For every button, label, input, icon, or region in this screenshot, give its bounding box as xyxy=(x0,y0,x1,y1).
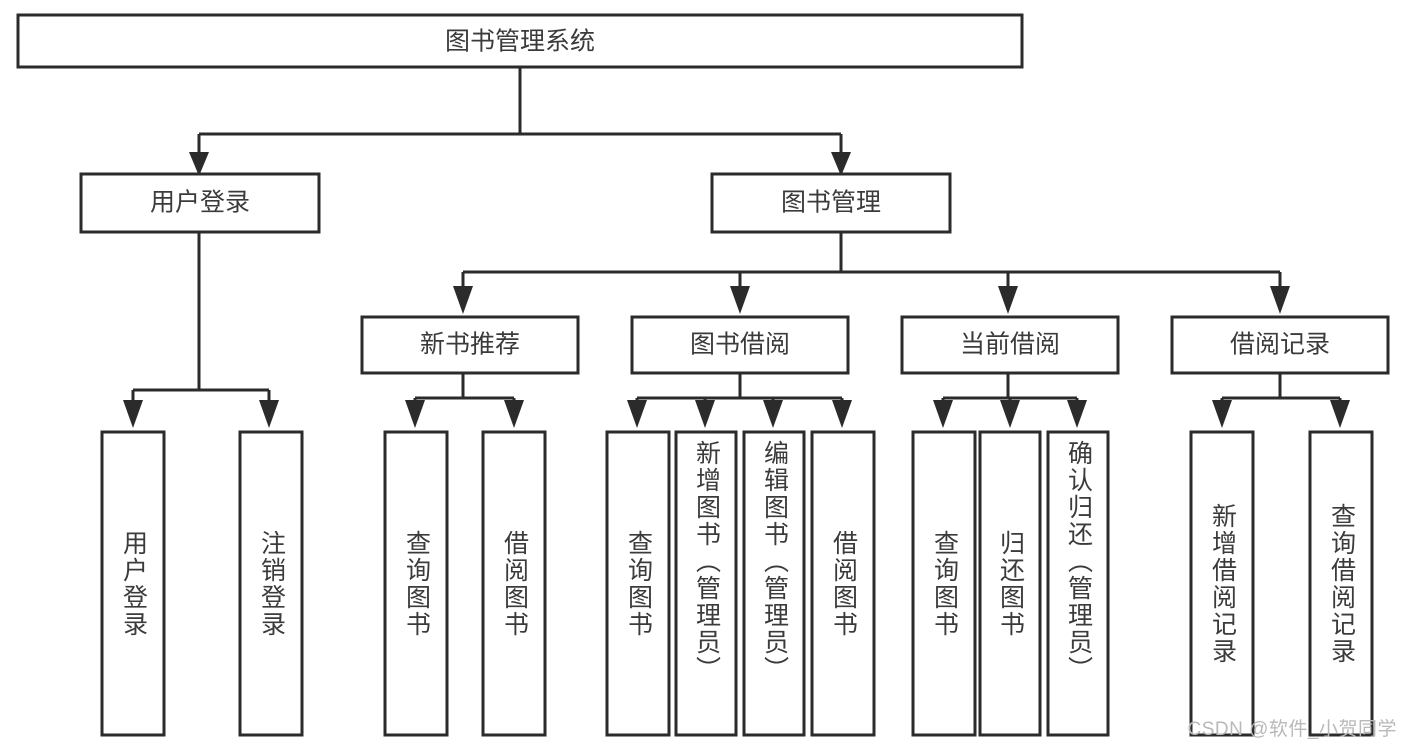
arrow-head-leaf-user-login xyxy=(123,400,143,428)
node-root-label: 图书管理系统 xyxy=(445,28,595,56)
node-root[interactable]: 图书管理系统 xyxy=(16,13,1024,69)
arrow-head-leaf-return-book xyxy=(1000,400,1020,428)
node-new-book-recommend[interactable]: 新书推荐 xyxy=(360,315,580,375)
node-current-borrow-label: 当前借阅 xyxy=(960,331,1060,359)
arrow-head-new-book-recommend xyxy=(453,286,473,314)
arrow-head-current-borrow xyxy=(998,286,1018,314)
node-book-management-box[interactable] xyxy=(710,172,952,234)
node-new-book-recommend-box[interactable] xyxy=(360,315,580,375)
node-user-login-label: 用户登录 xyxy=(150,189,250,217)
leaf-box-borrow-book-1[interactable] xyxy=(481,430,547,737)
node-borrow-record-box[interactable] xyxy=(1170,315,1390,375)
leaf-box-logout-login[interactable] xyxy=(238,430,304,737)
leaf-box-return-book[interactable] xyxy=(978,430,1042,737)
arrow-head-leaf-edit-book xyxy=(763,400,783,428)
node-current-borrow[interactable]: 当前借阅 xyxy=(900,315,1120,375)
arrow-head-leaf-query-book-2 xyxy=(627,400,647,428)
node-user-login-box[interactable] xyxy=(79,172,321,234)
arrow-head-leaf-add-record xyxy=(1212,400,1232,428)
connector-group-root xyxy=(189,67,851,176)
arrow-head-leaf-query-book-3 xyxy=(933,400,953,428)
arrow-head-leaf-add-book xyxy=(695,400,715,428)
arrow-head-book-borrow xyxy=(730,286,750,314)
leaf-box-query-book-2[interactable] xyxy=(605,430,671,737)
leaf-box-query-book-1[interactable] xyxy=(383,430,449,737)
leaf-box-edit-book[interactable] xyxy=(742,430,806,737)
leaf-box-confirm-return[interactable] xyxy=(1046,430,1110,737)
connector-group-new-book-recommend xyxy=(405,373,524,428)
arrow-head-leaf-borrow-book-2 xyxy=(832,400,852,428)
leaf-box-query-record[interactable] xyxy=(1308,430,1374,737)
node-book-borrow[interactable]: 图书借阅 xyxy=(630,315,850,375)
node-current-borrow-box[interactable] xyxy=(900,315,1120,375)
arrow-head-book-management xyxy=(831,152,851,176)
node-book-borrow-label: 图书借阅 xyxy=(690,331,790,359)
leaf-box-add-record[interactable] xyxy=(1189,430,1255,737)
connector-group-borrow-record xyxy=(1212,373,1350,428)
connector-group-current-borrow xyxy=(933,373,1087,428)
leaf-box-query-book-3[interactable] xyxy=(911,430,977,737)
node-borrow-record[interactable]: 借阅记录 xyxy=(1170,315,1390,375)
node-book-management-label: 图书管理 xyxy=(781,189,881,217)
arrow-head-leaf-borrow-book-1 xyxy=(504,400,524,428)
arrow-head-leaf-query-book-1 xyxy=(405,400,425,428)
connector-group-book-borrow xyxy=(627,373,852,428)
node-book-borrow-box[interactable] xyxy=(630,315,850,375)
connector-group-book-management xyxy=(453,232,1290,314)
arrow-head-leaf-query-record xyxy=(1330,400,1350,428)
arrow-head-leaf-logout-login xyxy=(259,400,279,428)
arrow-head-borrow-record xyxy=(1270,286,1290,314)
leaf-box-borrow-book-2[interactable] xyxy=(810,430,876,737)
arrow-head-user-login xyxy=(189,152,209,176)
connector-group-user-login xyxy=(123,232,279,428)
node-book-management[interactable]: 图书管理 xyxy=(710,172,952,234)
node-new-book-recommend-label: 新书推荐 xyxy=(420,331,520,359)
node-user-login[interactable]: 用户登录 xyxy=(79,172,321,234)
node-borrow-record-label: 借阅记录 xyxy=(1230,331,1330,359)
arrow-head-leaf-confirm-return xyxy=(1067,400,1087,428)
leaf-box-add-book[interactable] xyxy=(674,430,738,737)
leaf-boxes xyxy=(100,430,1374,737)
node-root-box[interactable] xyxy=(16,13,1024,69)
leaf-box-user-login[interactable] xyxy=(100,430,166,737)
